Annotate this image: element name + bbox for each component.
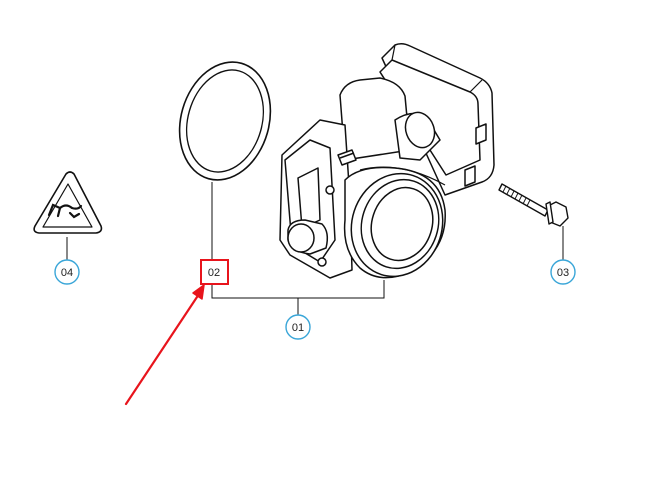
callout-02[interactable]: 02	[200, 259, 229, 285]
bolt	[498, 183, 569, 227]
callout-04[interactable]: 04	[54, 259, 80, 285]
callout-03[interactable]: 03	[550, 259, 576, 285]
callout-04-label: 04	[61, 267, 73, 279]
red-arrow-icon	[124, 284, 205, 406]
callout-03-label: 03	[557, 267, 569, 279]
callout-01-label: 01	[292, 322, 304, 334]
seal-ring	[178, 61, 272, 181]
throttle-body	[279, 42, 495, 279]
highlight-box	[200, 259, 229, 285]
warning-triangle-icon	[33, 171, 103, 234]
leader-lines	[66, 182, 564, 315]
callout-01[interactable]: 01	[285, 314, 311, 340]
callout-02-label: 02	[208, 267, 220, 279]
